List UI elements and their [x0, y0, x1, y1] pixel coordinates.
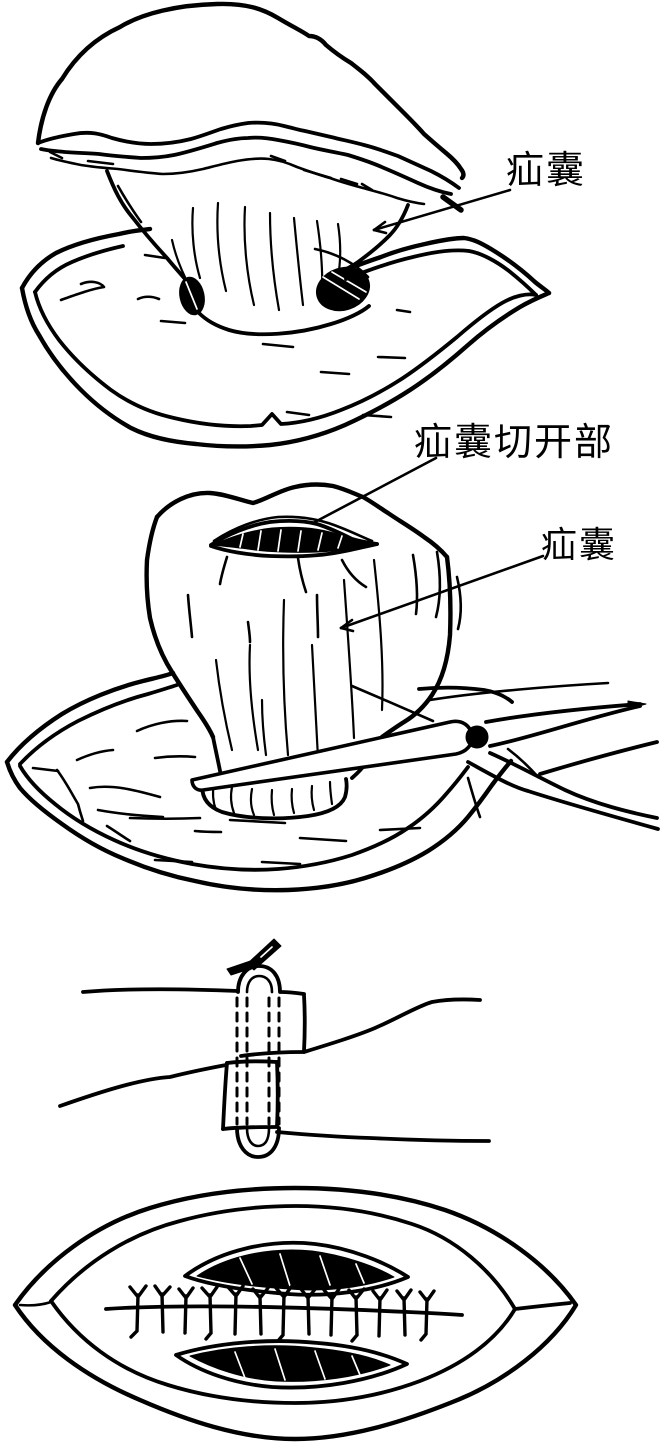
stitch	[153, 1284, 172, 1334]
stitch	[299, 1286, 318, 1336]
sac-right-edge	[379, 554, 453, 740]
stump-band-bottom-edge	[239, 1050, 305, 1058]
scissors-upper-shaft-top-line	[428, 681, 610, 702]
scissors-lower-handle-edge-b	[466, 760, 660, 831]
skin-line-top-right-segment	[279, 990, 306, 996]
wound4-left-tip-join	[18, 1300, 53, 1307]
ring-shadow-hatch-streaks	[185, 271, 367, 310]
panel-everted-hernia-sac: 疝囊	[19, 1, 586, 449]
sac-base-left	[211, 735, 223, 778]
ligature-top-arch-inner	[245, 974, 274, 994]
ligature-bottom-loop-outer	[235, 1126, 281, 1159]
stitch	[226, 1284, 245, 1336]
sac-surface-texture-lines	[214, 558, 384, 760]
sac-rim-line-1	[36, 120, 461, 190]
incision-lower-lid	[209, 542, 379, 559]
wound2-edge-upper-left-inner	[18, 683, 179, 766]
scissors-upper-handle-bottom-edge	[488, 704, 642, 748]
stitch	[395, 1288, 413, 1337]
wound2-surface-texture	[75, 719, 422, 866]
stitch	[418, 1289, 436, 1342]
wound-lip-inner-left	[33, 244, 125, 294]
sac-fundus-outline	[35, 1, 466, 181]
lower-drain-opening-contour	[174, 1339, 409, 1390]
incision-hatch-streaks	[239, 529, 343, 552]
stump-band-right-edge	[302, 993, 307, 1053]
stitch	[251, 1286, 270, 1336]
wound-edge-upper-right	[339, 235, 552, 296]
stitch	[322, 1287, 341, 1337]
stitch	[128, 1284, 148, 1339]
panel-incised-sac-with-scissors: 疝囊切开部 疝囊	[4, 422, 660, 893]
wound2-edge-bottom-outer	[4, 758, 514, 893]
skin-line-lower-left	[58, 1063, 228, 1108]
wound-lip-inner-bottom	[33, 290, 538, 429]
upper-drain-hatch-streaks	[239, 1253, 365, 1287]
wound-surface-texture	[136, 253, 412, 419]
panel-sutured-wound	[12, 1185, 579, 1442]
sac-rim-line-2	[39, 135, 453, 196]
leader-arrowhead	[372, 220, 388, 235]
label-leader-line-sac	[372, 188, 512, 232]
wound4-inner-outline-bottom	[49, 1299, 517, 1405]
skin-line-top-left	[81, 987, 240, 994]
wound4-right-tip-join	[513, 1301, 572, 1311]
wound-edge-upper-left	[19, 226, 153, 291]
skin-line-right	[302, 997, 482, 1054]
wound-edge-bottom-outer	[19, 285, 552, 449]
sac-rim-fold-marks	[48, 150, 374, 192]
stitch	[200, 1285, 219, 1341]
ligature-hidden-thread-dashed	[235, 996, 281, 1126]
wound-lip-inner-right	[344, 248, 538, 297]
scissors-blade	[190, 719, 474, 792]
upper-drain-opening-fill	[196, 1249, 395, 1291]
lower-drain-hatch-streaks	[234, 1348, 361, 1381]
wound2-edge-bottom-inner	[18, 764, 470, 872]
scissors-pivot-screw	[465, 725, 489, 749]
incision-dark-gap	[212, 526, 371, 553]
panel-ligature-of-sac-neck	[58, 938, 491, 1159]
scissors-upper-handle-tip	[627, 700, 647, 710]
scissors-rear-blade-edge	[350, 684, 435, 723]
upper-drain-opening-contour	[183, 1240, 410, 1297]
scissors-handle-cross-line	[538, 740, 659, 776]
sac-stump-outline	[200, 777, 349, 821]
wound2-edge-upper-left-outer	[4, 670, 176, 765]
wound-lip-fold-hook	[59, 280, 106, 302]
stitch	[274, 1285, 293, 1343]
sac-left-edge	[144, 514, 216, 740]
leader-arrowhead-panel2	[339, 618, 355, 633]
leader-crossing-tick	[440, 194, 464, 213]
sac-rim-line-3	[49, 156, 426, 206]
label-leader-incision-part	[311, 456, 438, 525]
sac-top-edge	[154, 482, 450, 560]
ring-opening-lower-lip	[182, 283, 371, 337]
label-leader-sac-panel2	[339, 554, 545, 630]
incision-upper-lid-outer	[212, 515, 374, 543]
wound2-lip-marks	[31, 766, 482, 823]
scissors-lower-handle-inner	[506, 747, 540, 779]
stitch	[347, 1287, 366, 1343]
label-hernia-sac-panel1: 疝囊	[506, 150, 586, 192]
stitch	[371, 1288, 389, 1338]
wound4-inner-outline-top	[49, 1204, 517, 1311]
sac-neck-left-inner	[116, 184, 143, 224]
label-hernia-sac-panel2: 疝囊	[541, 525, 617, 565]
skin-line-bottom-right	[275, 1130, 491, 1143]
wound4-outer-outline	[12, 1185, 579, 1442]
suture-stitches	[128, 1284, 436, 1343]
lower-drain-opening-fill	[189, 1345, 391, 1382]
stitch	[177, 1286, 195, 1335]
ligature-bottom-loop-inner	[245, 1126, 271, 1148]
ligature-knot-slit	[260, 946, 273, 958]
wound2-edge-upper-right	[417, 685, 514, 704]
sac-fold-lines	[186, 550, 463, 644]
label-incision-part: 疝囊切开部	[414, 422, 614, 464]
scissors-lower-handle-edge-a	[488, 751, 659, 820]
scissors-upper-handle-top-edge	[484, 702, 642, 724]
sac-neck-left-edge	[105, 169, 196, 291]
